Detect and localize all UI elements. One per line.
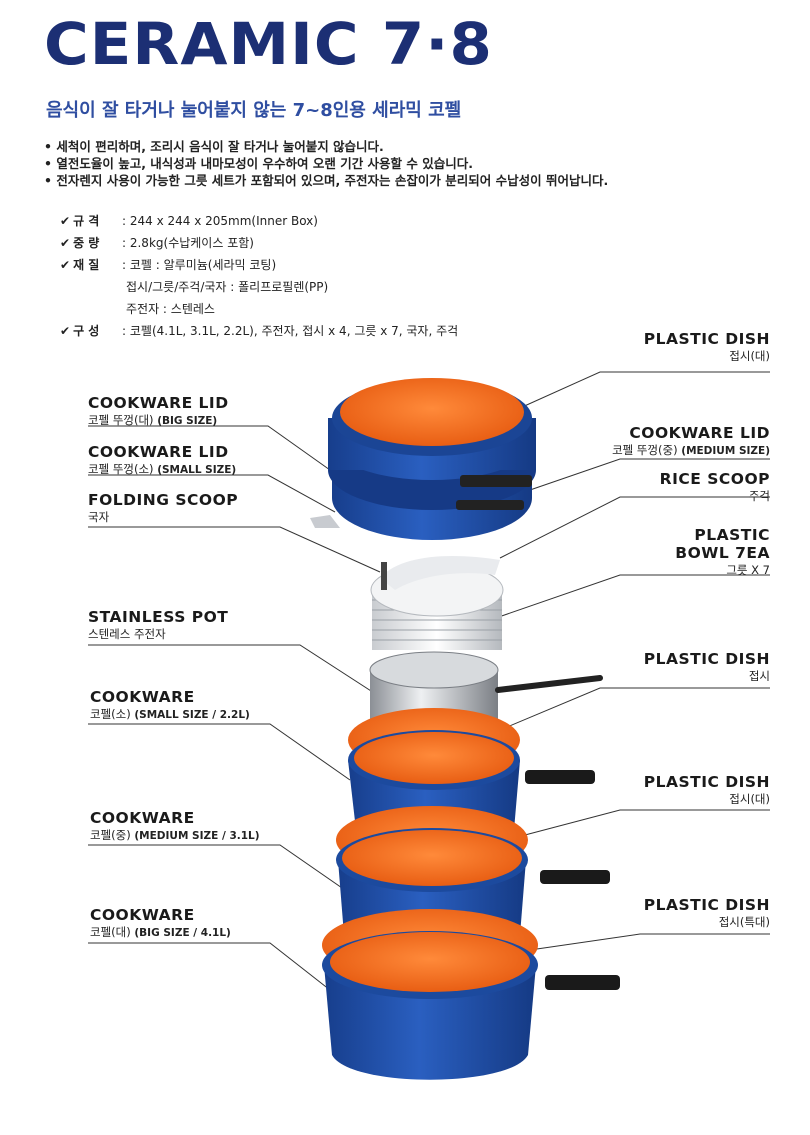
spec-material: ✔재 질 : 코펠 : 알루미늄(세라믹 코팅) xyxy=(60,258,277,272)
label-plastic-dish-large: PLASTIC DISH 접시(대) xyxy=(643,773,770,806)
label-cookware-small: COOKWARE 코펠(소) (SMALL SIZE / 2.2L) xyxy=(90,688,250,721)
spec-material-line2: 접시/그릇/주걱/국자 : 폴리프로필렌(PP) xyxy=(126,280,329,294)
spec-list: ✔규 격 : 244 x 244 x 205mm(Inner Box) ✔중 량… xyxy=(60,210,458,342)
feature-list: 세척이 편리하며, 조리시 음식이 잘 타거나 눌어붙지 않습니다. 열전도율이… xyxy=(44,138,608,189)
check-icon: ✔ xyxy=(60,236,71,250)
label-cookware-medium: COOKWARE 코펠(중) (MEDIUM SIZE / 3.1L) xyxy=(90,809,260,842)
plastic-bowl-stack xyxy=(370,555,504,650)
label-lid-big: COOKWARE LID 코펠 뚜껑(대) (BIG SIZE) xyxy=(88,394,229,427)
cookware-lid-stack xyxy=(310,378,536,540)
feature-item: 세척이 편리하며, 조리시 음식이 잘 타거나 눌어붙지 않습니다. xyxy=(44,138,608,155)
label-plastic-dish-top: PLASTIC DISH 접시(대) xyxy=(643,330,770,363)
page-subtitle: 음식이 잘 타거나 눌어붙지 않는 7~8인용 세라믹 코펠 xyxy=(46,100,462,121)
check-icon: ✔ xyxy=(60,258,71,272)
label-stainless-pot: STAINLESS POT 스텐레스 주전자 xyxy=(88,608,229,641)
page-title: CERAMIC 7·8 xyxy=(44,10,493,78)
spec-material-line3: 주전자 : 스텐레스 xyxy=(126,302,215,316)
cookware-big xyxy=(322,909,620,1080)
label-plastic-bowl: PLASTIC BOWL 7EA 그릇 X 7 xyxy=(675,526,770,577)
plastic-dish-top xyxy=(340,378,524,446)
label-cookware-big: COOKWARE 코펠(대) (BIG SIZE / 4.1L) xyxy=(90,906,231,939)
label-folding-scoop: FOLDING SCOOP 국자 xyxy=(88,491,239,524)
leader-lines xyxy=(88,371,770,991)
feature-item: 전자렌지 사용이 가능한 그릇 세트가 포함되어 있으며, 주전자는 손잡이가 … xyxy=(44,172,608,189)
spec-composition: ✔구 성 : 코펠(4.1L, 3.1L, 2.2L), 주전자, 접시 x 4… xyxy=(60,324,459,338)
label-plastic-dish-xl: PLASTIC DISH 접시(특대) xyxy=(643,896,770,929)
feature-item: 열전도율이 높고, 내식성과 내마모성이 우수하여 오랜 기간 사용할 수 있습… xyxy=(44,155,608,172)
spec-weight: ✔중 량 : 2.8kg(수납케이스 포함) xyxy=(60,236,254,250)
check-icon: ✔ xyxy=(60,324,71,338)
label-lid-medium: COOKWARE LID 코펠 뚜껑(중) (MEDIUM SIZE) xyxy=(612,424,770,457)
label-rice-scoop: RICE SCOOP 주걱 xyxy=(659,470,770,503)
label-lid-small: COOKWARE LID 코펠 뚜껑(소) (SMALL SIZE) xyxy=(88,443,237,476)
label-plastic-dish-mid: PLASTIC DISH 접시 xyxy=(643,650,770,683)
check-icon: ✔ xyxy=(60,214,71,228)
spec-size: ✔규 격 : 244 x 244 x 205mm(Inner Box) xyxy=(60,214,318,228)
